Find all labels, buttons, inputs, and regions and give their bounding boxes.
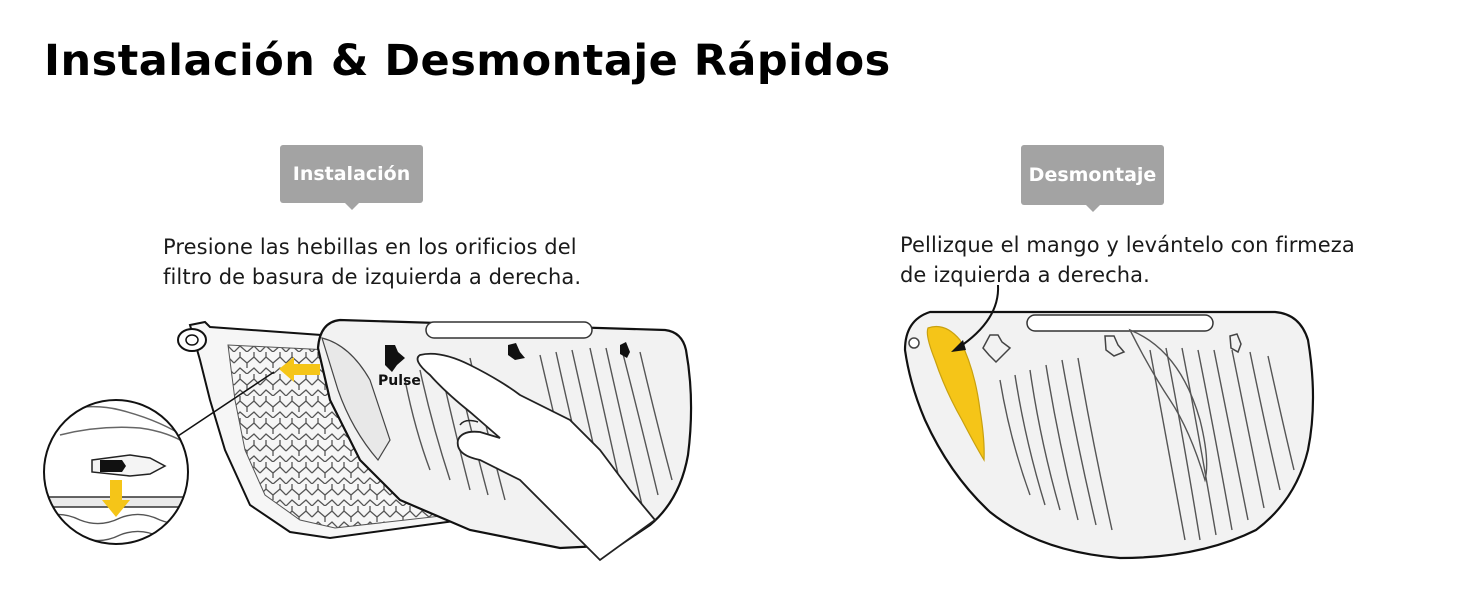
buckle-hole-3: [620, 342, 630, 358]
removal-line-2: de izquierda a derecha.: [900, 263, 1150, 287]
buckle-hole-1: [385, 345, 405, 372]
installation-line-2: filtro de basura de izquierda a derecha.: [163, 265, 582, 289]
buckle-hole-2: [508, 343, 525, 360]
removal-description: Pellizque el mango y levántelo con firme…: [900, 230, 1355, 290]
removal-cover: [903, 310, 1315, 560]
yellow-handle: [926, 325, 985, 463]
hand-icon: [416, 352, 657, 562]
installation-tag: Instalación: [280, 145, 423, 210]
arrow-left-icon: [279, 357, 320, 382]
push-label: Pulse: [378, 373, 421, 389]
curved-arrowhead: [951, 340, 966, 352]
installation-tag-label: Instalación: [292, 163, 411, 185]
page-title: Instalación & Desmontaje Rápidos: [44, 36, 891, 86]
buckle-outline-1: [982, 334, 1012, 364]
curved-arrow-icon: [957, 284, 1000, 349]
removal-tag-label: Desmontaje: [1028, 164, 1157, 186]
buckle-outline-2: [1104, 335, 1126, 357]
removal-tag: Desmontaje: [1021, 145, 1164, 212]
arrow-down-icon: [102, 480, 130, 517]
pointer-line: [177, 371, 275, 437]
buckle-outline-3: [1229, 333, 1242, 354]
installation-line-1: Presione las hebillas en los orificios d…: [163, 235, 577, 259]
removal-line-1: Pellizque el mango y levántelo con firme…: [900, 233, 1355, 257]
magnifier-circle: [43, 399, 189, 545]
installation-description: Presione las hebillas en los orificios d…: [163, 232, 581, 292]
